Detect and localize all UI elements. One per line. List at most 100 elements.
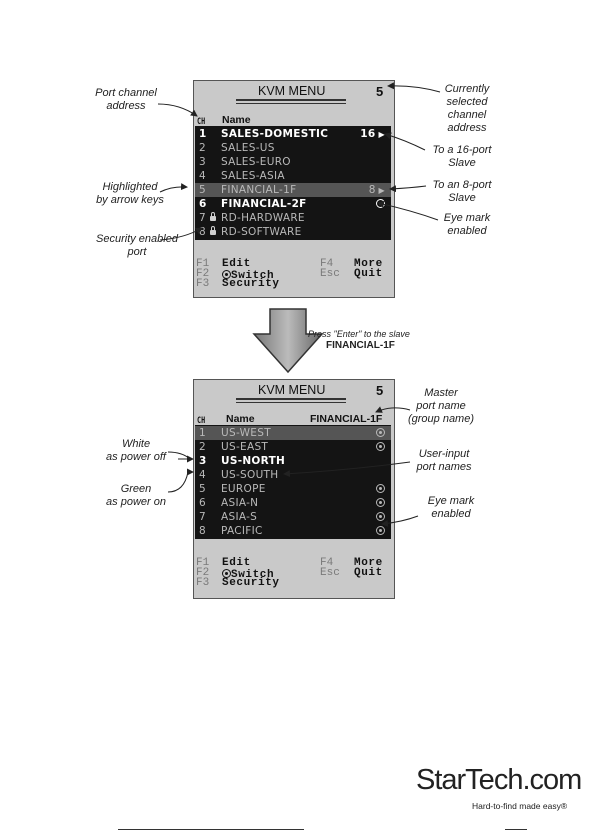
channel-number: 1	[199, 128, 207, 140]
port-name: ASIA-N	[221, 497, 259, 509]
f2-key: F2	[196, 567, 210, 579]
eye-mark-icon	[376, 498, 385, 507]
quit-label[interactable]: Quit	[354, 268, 383, 280]
current-channel-number: 5	[376, 383, 384, 398]
quit-label[interactable]: Quit	[354, 567, 383, 579]
list-item[interactable]: 1 US-WEST	[195, 426, 391, 440]
channel-number: 1	[199, 427, 206, 439]
port-name: EUROPE	[221, 483, 266, 495]
list-item[interactable]: 2 SALES-US	[195, 141, 391, 155]
channel-number: 3	[199, 455, 207, 467]
eye-mark-icon	[222, 270, 231, 279]
edit-label[interactable]: Edit	[222, 557, 251, 569]
row-indicator	[376, 525, 385, 537]
port-name: SALES-DOMESTIC	[221, 128, 329, 140]
ch-column-header: CH	[197, 416, 206, 426]
port-name: SALES-EURO	[221, 156, 291, 168]
lock-icon	[210, 212, 216, 221]
port-name: SALES-US	[221, 142, 275, 154]
list-item[interactable]: 5 EUROPE	[195, 482, 391, 496]
esc-key: Esc	[320, 268, 340, 280]
port-name: US-SOUTH	[221, 469, 279, 481]
down-arrow-icon	[252, 308, 324, 374]
channel-number: 2	[199, 441, 206, 453]
port-name: RD-HARDWARE	[221, 212, 305, 224]
esc-key: Esc	[320, 567, 340, 579]
row-indicator	[376, 441, 385, 453]
f1-key: F1	[196, 258, 210, 270]
slave-port-count: 16	[360, 128, 376, 140]
f3-key: F3	[196, 577, 210, 589]
port-name: SALES-ASIA	[221, 170, 285, 182]
slave-port-count: 8	[368, 184, 376, 196]
f2-key: F2	[196, 268, 210, 280]
menu-title: KVM MENU	[258, 383, 326, 397]
row-indicator	[376, 483, 385, 495]
title-underline	[236, 398, 346, 400]
more-label[interactable]: More	[354, 258, 383, 270]
footer-rule-left	[118, 829, 304, 830]
channel-number: 2	[199, 142, 206, 154]
more-label[interactable]: More	[354, 557, 383, 569]
security-label[interactable]: Security	[222, 577, 280, 589]
channel-number: 6	[199, 497, 206, 509]
list-item[interactable]: 6 ASIA-N	[195, 496, 391, 510]
row-indicator	[376, 511, 385, 523]
brand-tagline: Hard-to-find made easy®	[472, 801, 568, 811]
function-key-legend: F1 Edit F4 More F2 Switch Esc Quit F3 Se…	[194, 558, 394, 594]
port-name: US-NORTH	[221, 455, 286, 467]
group-name-header: FINANCIAL-1F	[310, 413, 383, 425]
row-indicator	[376, 427, 385, 439]
ch-column-header: CH	[197, 117, 206, 127]
list-item[interactable]: 1 SALES-DOMESTIC 16 ▶	[195, 127, 391, 141]
note-press-target: FINANCIAL-1F	[326, 340, 395, 351]
list-item[interactable]: 5 FINANCIAL-1F 8 ▶	[195, 183, 391, 197]
list-item[interactable]: 7 RD-HARDWARE	[195, 211, 391, 225]
f3-key: F3	[196, 278, 210, 290]
current-channel-number: 5	[376, 84, 384, 99]
f4-key: F4	[320, 258, 334, 270]
security-label[interactable]: Security	[222, 278, 280, 290]
row-indicator: 16 ▶	[360, 128, 385, 140]
channel-number: 7	[199, 212, 206, 224]
eye-mark-icon	[376, 428, 385, 437]
f4-key: F4	[320, 557, 334, 569]
name-column-header: Name	[226, 413, 255, 425]
lock-icon	[210, 226, 216, 235]
list-item[interactable]: 3 US-NORTH	[195, 454, 391, 468]
eye-mark-icon	[376, 512, 385, 521]
channel-number: 8	[199, 525, 206, 537]
port-name: RD-SOFTWARE	[221, 226, 302, 238]
row-indicator: 8 ▶	[369, 184, 385, 196]
title-underline	[236, 103, 346, 104]
menu-title: KVM MENU	[258, 84, 326, 98]
triangle-right-icon: ▶	[375, 130, 385, 139]
port-name: FINANCIAL-1F	[221, 184, 297, 196]
startech-logo: StarTech.com	[416, 764, 582, 796]
channel-number: 5	[199, 483, 206, 495]
eye-mark-icon	[376, 442, 385, 451]
switch-label[interactable]: Switch	[222, 269, 274, 282]
switch-label[interactable]: Switch	[222, 568, 274, 581]
channel-number: 5	[199, 184, 206, 196]
edit-label[interactable]: Edit	[222, 258, 251, 270]
name-column-header: Name	[222, 114, 251, 126]
port-name: US-WEST	[221, 427, 271, 439]
title-underline	[236, 402, 346, 403]
